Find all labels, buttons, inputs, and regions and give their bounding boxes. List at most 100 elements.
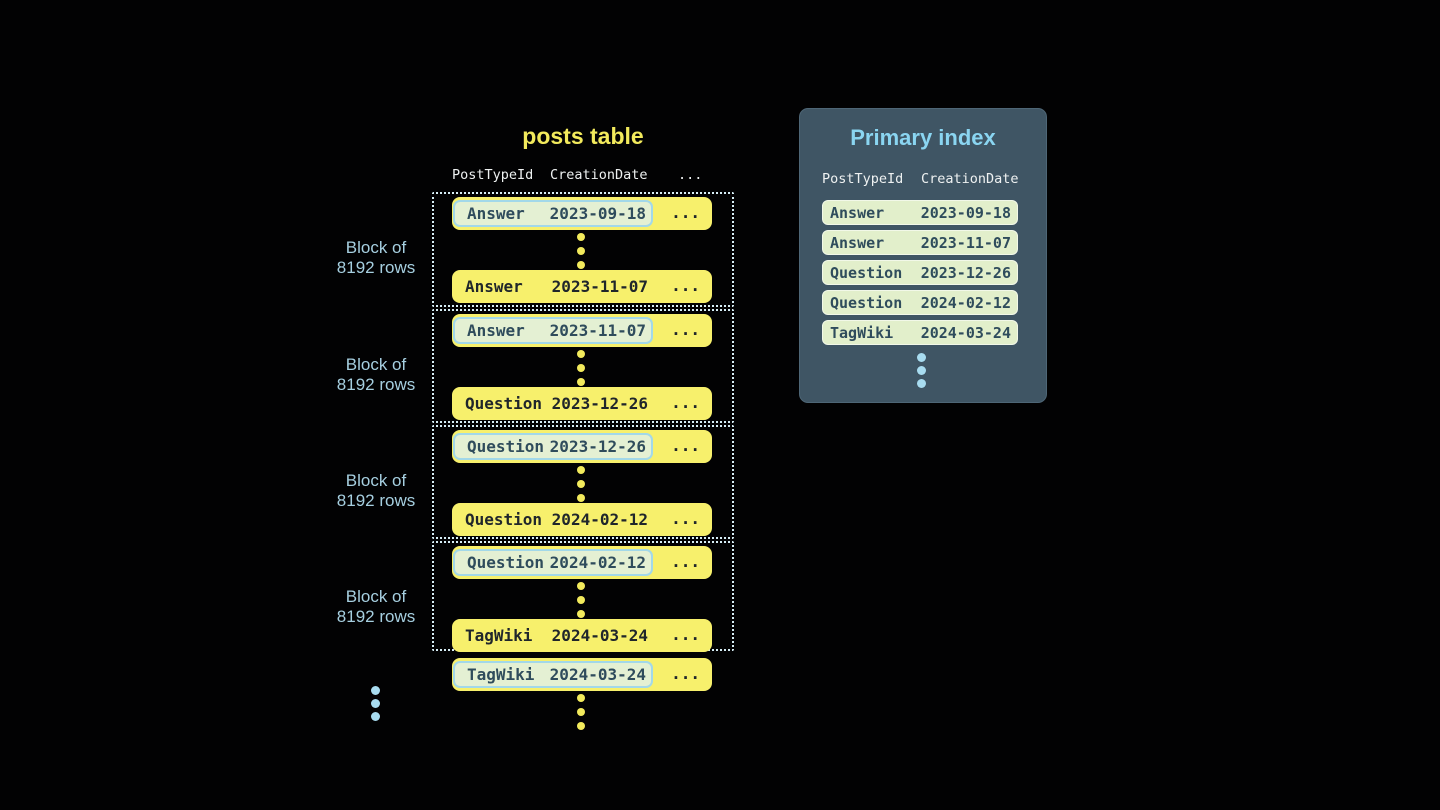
creation-date-value: 2023-11-07 bbox=[549, 321, 646, 340]
column-header-creationdate: CreationDate bbox=[550, 167, 648, 183]
dot bbox=[371, 712, 380, 721]
index-row: Answer 2023-11-07 bbox=[822, 230, 1018, 255]
row-ellipsis: ... bbox=[671, 320, 700, 339]
row-key-cell: Question 2023-12-26 bbox=[453, 390, 653, 417]
index-row: Answer 2023-09-18 bbox=[822, 200, 1018, 225]
post-type-value: Question bbox=[467, 437, 545, 456]
rows-gap-dots bbox=[577, 230, 585, 272]
dot bbox=[577, 466, 585, 474]
block-size-label-line: Block of bbox=[345, 355, 407, 374]
column-header-ellipsis: ... bbox=[678, 167, 703, 183]
index-row: Question 2024-02-12 bbox=[822, 290, 1018, 315]
creation-date-value: 2023-09-18 bbox=[920, 203, 1011, 222]
post-type-value: TagWiki bbox=[830, 323, 894, 342]
post-type-value: Answer bbox=[830, 203, 885, 222]
creation-date-value: 2024-03-24 bbox=[920, 323, 1011, 342]
dot bbox=[917, 379, 926, 388]
creation-date-value: 2024-02-12 bbox=[549, 553, 646, 572]
dot bbox=[917, 353, 926, 362]
dot bbox=[577, 233, 585, 241]
posts-table-title: posts table bbox=[522, 123, 644, 149]
dot bbox=[577, 694, 585, 702]
post-type-value: Question bbox=[830, 263, 903, 282]
primary-index-panel: Primary index PostTypeId CreationDate An… bbox=[799, 108, 1047, 403]
dot bbox=[577, 582, 585, 590]
row-key-cell-highlighted: TagWiki 2024-03-24 bbox=[453, 661, 653, 688]
creation-date-value: 2023-11-07 bbox=[551, 277, 648, 296]
index-row: TagWiki 2024-03-24 bbox=[822, 320, 1018, 345]
index-continues-dots bbox=[917, 351, 926, 390]
primary-index-column-headers: PostTypeId CreationDate bbox=[822, 171, 1022, 187]
dot bbox=[577, 494, 585, 502]
creation-date-value: 2024-03-24 bbox=[549, 665, 646, 684]
row-ellipsis: ... bbox=[671, 664, 700, 683]
row-ellipsis: ... bbox=[671, 393, 700, 412]
row-key-cell-highlighted: Answer 2023-11-07 bbox=[453, 317, 653, 344]
post-type-value: TagWiki bbox=[467, 665, 535, 684]
primary-index-title: Primary index bbox=[850, 125, 996, 150]
post-type-value: Question bbox=[465, 394, 543, 413]
dot bbox=[577, 610, 585, 618]
block-size-label-line: 8192 rows bbox=[336, 375, 416, 394]
dot bbox=[371, 686, 380, 695]
dot bbox=[577, 364, 585, 372]
dot bbox=[371, 699, 380, 708]
posts-row-overflow: TagWiki 2024-03-24... bbox=[452, 658, 712, 691]
posts-row-first: Answer 2023-11-07... bbox=[452, 314, 712, 347]
post-type-value: Answer bbox=[467, 204, 525, 223]
creation-date-value: 2024-02-12 bbox=[920, 293, 1011, 312]
block-size-label-line: 8192 rows bbox=[336, 491, 416, 510]
row-ellipsis: ... bbox=[671, 276, 700, 295]
block-size-label-line: Block of bbox=[345, 587, 407, 606]
creation-date-value: 2023-11-07 bbox=[920, 233, 1011, 252]
row-ellipsis: ... bbox=[671, 552, 700, 571]
post-type-value: Answer bbox=[830, 233, 885, 252]
posts-block: Answer 2023-11-07... Question 2023-12-26... bbox=[432, 309, 734, 423]
dot bbox=[577, 247, 585, 255]
dot bbox=[577, 261, 585, 269]
block-size-label-line: 8192 rows bbox=[336, 607, 416, 626]
block-size-label-line: Block of bbox=[345, 238, 407, 257]
creation-date-value: 2023-12-26 bbox=[549, 437, 646, 456]
blocks-continue-dots bbox=[371, 684, 380, 723]
dot bbox=[577, 350, 585, 358]
row-ellipsis: ... bbox=[671, 509, 700, 528]
dot bbox=[577, 378, 585, 386]
column-header-creationdate: CreationDate bbox=[921, 171, 1019, 187]
posts-table-column-headers: PostTypeId CreationDate ... bbox=[452, 167, 722, 185]
rows-gap-dots bbox=[577, 347, 585, 389]
block-size-label-line: Block of bbox=[345, 471, 407, 490]
creation-date-value: 2023-09-18 bbox=[549, 204, 646, 223]
dot bbox=[577, 722, 585, 730]
creation-date-value: 2023-12-26 bbox=[551, 394, 648, 413]
post-type-value: Answer bbox=[467, 321, 525, 340]
block-size-label-line: 8192 rows bbox=[336, 258, 416, 277]
post-type-value: TagWiki bbox=[465, 626, 533, 645]
row-key-cell: TagWiki 2024-03-24 bbox=[453, 622, 653, 649]
rows-gap-dots bbox=[577, 463, 585, 505]
dot bbox=[917, 366, 926, 375]
creation-date-value: 2024-03-24 bbox=[551, 626, 648, 645]
column-header-posttypeid: PostTypeId bbox=[452, 167, 534, 183]
row-ellipsis: ... bbox=[671, 436, 700, 455]
dot bbox=[577, 708, 585, 716]
post-type-value: Question bbox=[830, 293, 903, 312]
rows-gap-dots bbox=[577, 579, 585, 621]
